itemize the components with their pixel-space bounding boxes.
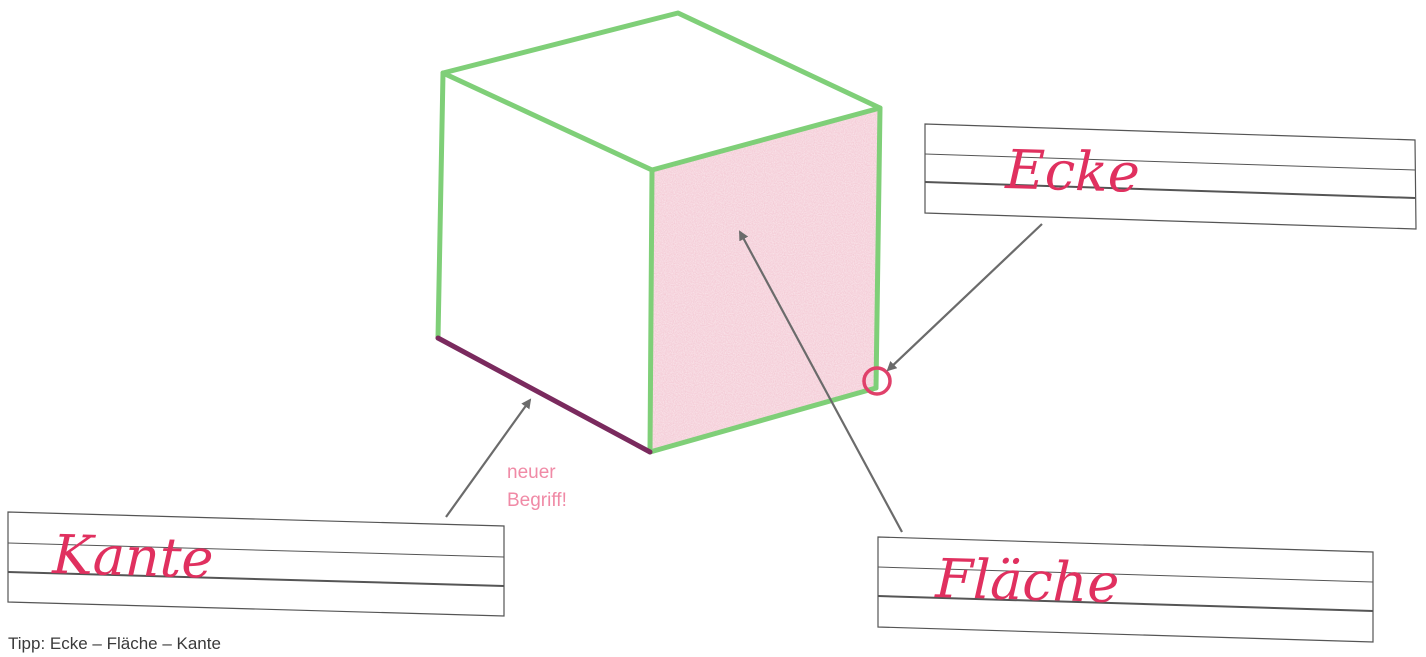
note-line-1: neuer [507,462,556,483]
arrow-ecke [886,223,1043,372]
writing-box-ecke [924,123,1417,230]
label-kante: Kante [51,523,215,590]
writing-box-flaeche [877,536,1374,643]
arrow-kante [445,398,532,518]
corner-marker [862,366,892,396]
hint-text: Tipp: Ecke – Fläche – Kante [8,634,221,653]
note-new-term: neuer Begriff! [507,462,567,511]
arrow-flaeche [739,230,903,533]
cube-edges [435,10,883,455]
writing-box-kante [7,511,505,617]
label-ecke: Ecke [1004,138,1141,205]
cube-edge-highlighted [435,335,653,455]
label-flaeche: Fläche [934,547,1121,615]
arrows [445,223,1043,533]
note-line-2: Begriff! [507,490,567,511]
